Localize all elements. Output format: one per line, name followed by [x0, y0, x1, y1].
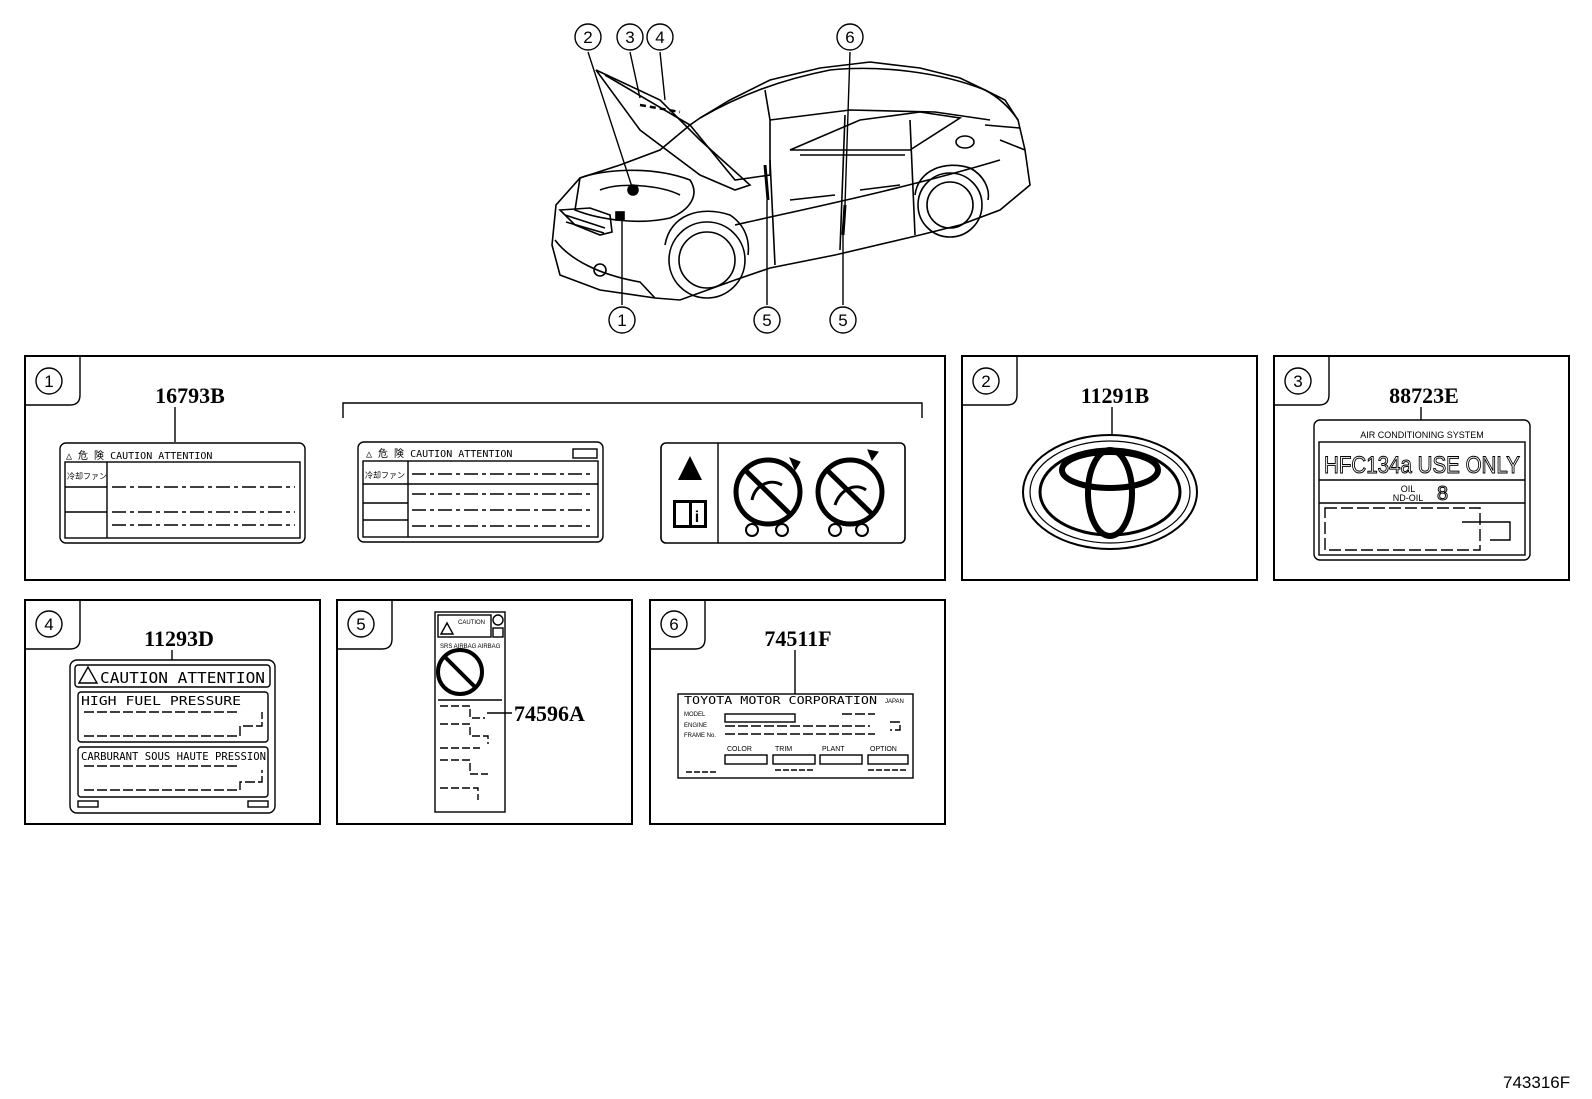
panel-6-content: 74511F TOYOTA MOTOR CORPORATION JAPAN MO… — [677, 626, 914, 779]
panel-5-content: CAUTION SRS AIRBAG AIRBAG 74596A — [434, 611, 585, 813]
part-number-88723e: 88723E — [1389, 383, 1459, 408]
panel-6-number: 6 — [669, 615, 678, 634]
caution-label-a — [59, 442, 306, 544]
caution-small-text: CAUTION — [458, 620, 485, 626]
part-number-16793b: 16793B — [155, 383, 225, 408]
oil-number-text: 8 — [1437, 483, 1448, 505]
panel-2-frame — [961, 355, 1258, 581]
caution-header: CAUTION ATTENTION — [100, 669, 265, 687]
caution-label-a-header: △ 危 険 CAUTION ATTENTION — [66, 450, 212, 462]
callout-1: 1 — [617, 311, 626, 330]
caution-label-b — [357, 441, 604, 543]
panel-3-number: 3 — [1293, 372, 1302, 391]
figure-id: 743316F — [1503, 1073, 1571, 1092]
panel-3-content: 88723E AIR CONDITIONING SYSTEM HFC134a U… — [1313, 383, 1531, 561]
callout-2: 2 — [583, 28, 592, 47]
panel-5-number: 5 — [356, 615, 365, 634]
callout-3: 3 — [625, 28, 634, 47]
oil-text: OIL — [1401, 484, 1416, 494]
no-child-seat-icon — [733, 457, 803, 537]
model-text: MODEL — [684, 712, 706, 718]
callout-5b: 5 — [838, 311, 847, 330]
caution-label-a-side: 冷却ファン — [67, 471, 107, 481]
panel-2-number: 2 — [981, 372, 990, 391]
caution-label-b-header: △ 危 険 CAUTION ATTENTION — [366, 448, 512, 460]
color-text: COLOR — [727, 746, 752, 753]
warning-triangle-icon — [678, 456, 702, 480]
carburant-text: CARBURANT SOUS HAUTE PRESSION — [81, 750, 266, 763]
panel-2-content: 11291B — [1022, 383, 1198, 550]
engine-text: ENGINE — [684, 723, 707, 729]
callout-4: 4 — [655, 28, 664, 47]
manual-book-icon: i — [673, 500, 707, 528]
oil-type-text: ND-OIL — [1393, 493, 1424, 503]
panel-1-frame — [24, 355, 946, 581]
trim-text: TRIM — [775, 746, 792, 753]
panel-1-number: 1 — [44, 372, 53, 391]
callout-5: 5 — [762, 311, 771, 330]
toyota-emblem-icon — [1022, 434, 1198, 550]
part-number-74596a: 74596A — [514, 701, 585, 726]
panel-4-content: 11293D CAUTION ATTENTION HIGH FUEL PRESS… — [69, 626, 276, 814]
no-rear-facing-seat-icon — [815, 449, 885, 537]
country-text: JAPAN — [885, 699, 904, 705]
caution-label-b-side: 冷却ファン — [365, 470, 405, 480]
frame-no-text: FRAME No. — [684, 733, 716, 739]
callout-6: 6 — [845, 28, 854, 47]
refrigerant-text: HFC134a USE ONLY — [1324, 452, 1520, 479]
airbag-pictogram-label: i — [660, 442, 906, 544]
part-number-74511f: 74511F — [764, 626, 831, 651]
panel-6-frame — [649, 599, 946, 825]
maker-text: TOYOTA MOTOR CORPORATION — [684, 695, 877, 707]
panel-4-number: 4 — [44, 615, 53, 634]
panel-1-content: 16793B △ 危 険 CAUTION ATTENTION 冷却ファン — [59, 383, 923, 544]
car-illustration — [551, 61, 1031, 301]
option-text: OPTION — [870, 746, 897, 753]
ac-system-text: AIR CONDITIONING SYSTEM — [1360, 430, 1484, 440]
high-fuel-pressure-text: HIGH FUEL PRESSURE — [81, 694, 241, 708]
panel-3-frame — [1273, 355, 1570, 581]
part-number-11291b: 11291B — [1081, 383, 1150, 408]
panel-5-frame — [336, 599, 633, 825]
car-callouts — [587, 51, 851, 305]
panel-4-frame — [24, 599, 321, 825]
plant-text: PLANT — [822, 746, 845, 753]
part-number-11293d: 11293D — [144, 626, 214, 651]
callout-circle — [574, 23, 864, 334]
svg-text:i: i — [695, 509, 699, 526]
srs-airbag-text: SRS AIRBAG AIRBAG — [440, 644, 501, 650]
